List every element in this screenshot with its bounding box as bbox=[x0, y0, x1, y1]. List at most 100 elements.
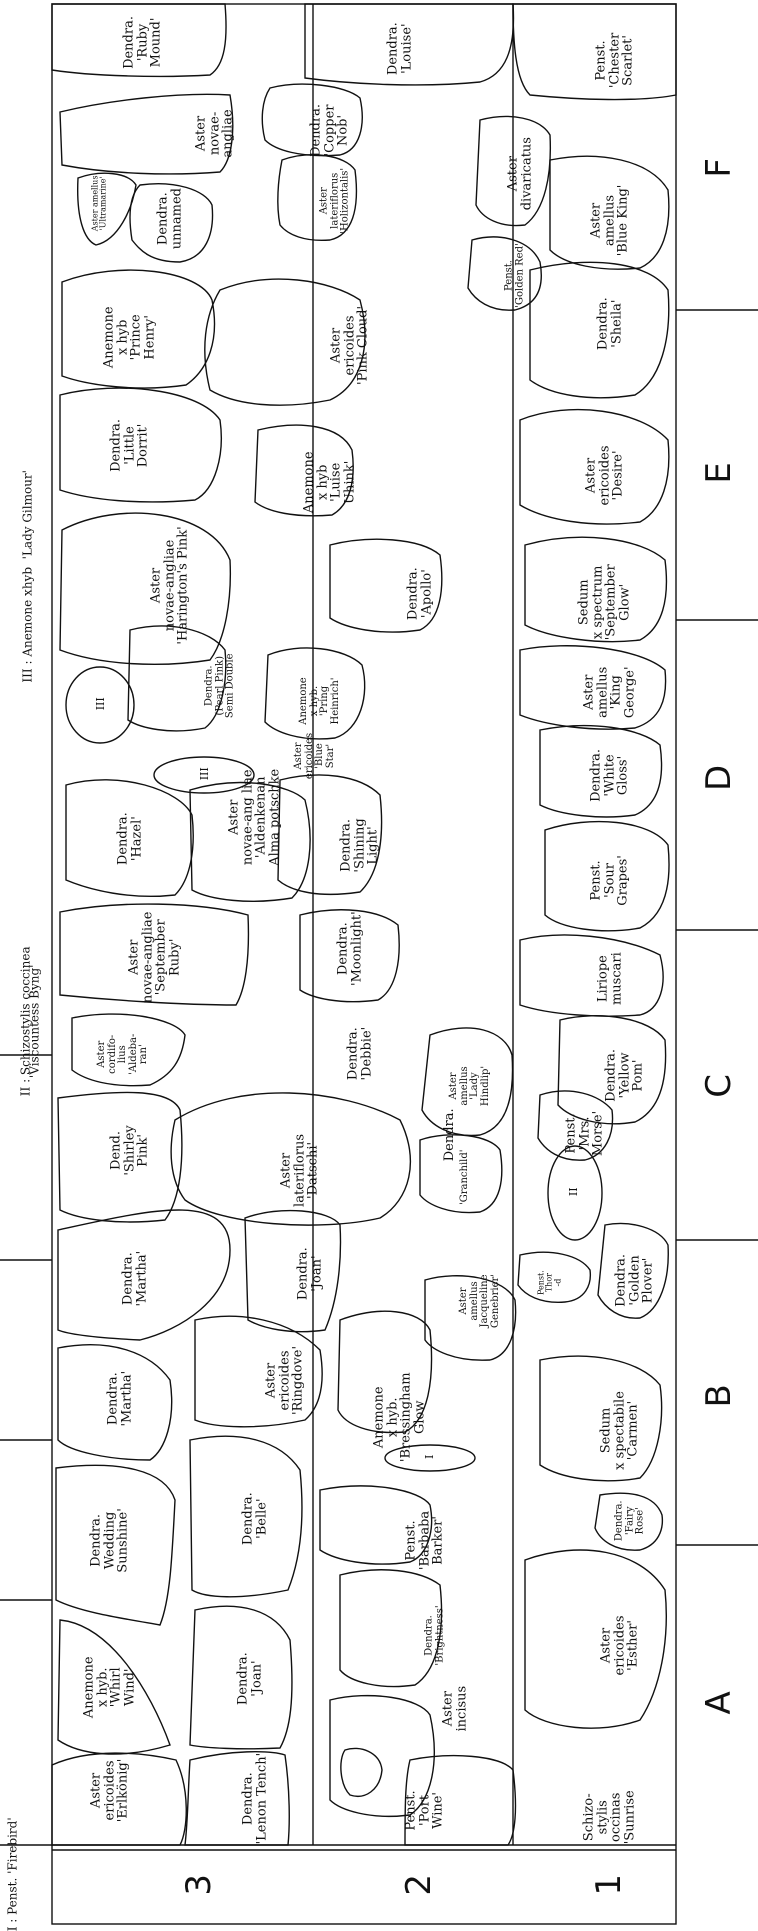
bed-outline bbox=[261, 83, 363, 157]
plant-label: Aster lateriflorus 'Datschi' bbox=[278, 1133, 321, 1207]
plant-label: Dendra. Wedding Sunshine' bbox=[88, 1508, 131, 1573]
plant-label: Aster novae-angliae 'Harington's Pink' bbox=[148, 526, 191, 645]
marker-two: II bbox=[567, 1187, 581, 1197]
bed-outline bbox=[127, 625, 227, 732]
bed-outline bbox=[524, 1549, 667, 1729]
bed-outline bbox=[549, 155, 670, 270]
marker-oval-three-outer bbox=[65, 666, 135, 744]
plant-label: Aster novae- angliae bbox=[193, 109, 236, 158]
bed-outline bbox=[339, 1569, 443, 1688]
bed-outline bbox=[340, 1747, 383, 1797]
plant-label: Dendra. 'Shining Light' bbox=[338, 818, 381, 873]
plant-label: Dendra. 'Joan' bbox=[295, 1247, 324, 1301]
plant-label: Penst. 'Barbaba Barker' bbox=[403, 1510, 446, 1571]
plant-label: Dendra. 'Sheila' bbox=[595, 297, 624, 351]
bed-outline bbox=[539, 724, 663, 818]
column-label-c: C bbox=[699, 1073, 740, 1098]
bed-outline bbox=[204, 278, 366, 406]
bed-outline bbox=[51, 1752, 187, 1846]
plant-label: Anemone x hyb 'Prince Henry' bbox=[101, 306, 158, 369]
plant-label: Aster ericoides 'Desire' bbox=[583, 445, 626, 506]
plant-label: Penst. 'Golden Red' bbox=[503, 243, 526, 308]
plant-label: Anemone x hyb. 'Bressingham Glow bbox=[371, 1372, 428, 1463]
bed-outline bbox=[189, 1435, 303, 1598]
plant-label: Aster ericoides 'Ringdove' bbox=[263, 1345, 306, 1415]
row-label-1: 1 bbox=[589, 1874, 630, 1896]
plant-label: Dendra. 'Hazel' bbox=[115, 812, 144, 866]
bed-outline bbox=[194, 1315, 323, 1428]
bed-outline bbox=[524, 536, 668, 643]
bed-outline bbox=[57, 1619, 171, 1755]
plant-label: Aster lateriflorus 'Holizontalis' bbox=[318, 167, 351, 234]
plant-label: Aster novae-ang liae 'Aldenkenan Alma po… bbox=[226, 768, 283, 866]
bed-outline bbox=[61, 269, 216, 389]
bed-outline bbox=[519, 408, 670, 525]
bed-outline bbox=[421, 1027, 514, 1137]
bed-outline bbox=[170, 1092, 412, 1226]
note-penstemon-firebird: I : Penst. 'Firebird' bbox=[5, 1817, 20, 1931]
plant-label: 'Granchild' bbox=[458, 1149, 470, 1206]
bed-outline bbox=[544, 820, 670, 932]
bed-outline bbox=[539, 1355, 663, 1482]
bed-outline bbox=[404, 1754, 517, 1846]
plant-label: Sedum x spectrum 'September Glow' bbox=[576, 564, 633, 641]
plant-label: Aster amellus 'Ultramarine' bbox=[90, 175, 108, 232]
bed-outline bbox=[277, 774, 383, 896]
plant-label: Aster ericoides 'Pink Cloud' bbox=[328, 305, 371, 385]
bed-outline bbox=[189, 781, 311, 902]
bed-outline bbox=[519, 934, 664, 1017]
plant-label: Aster amellus 'Blue King' bbox=[588, 184, 631, 257]
plant-label: Dendra. 'Louise' bbox=[385, 22, 414, 76]
plant-label: Dendra. bbox=[442, 1108, 458, 1162]
bed-outline bbox=[129, 183, 214, 263]
plant-label: Aster ericoides 'Erlkönig' bbox=[88, 1758, 131, 1823]
bed-outline bbox=[264, 647, 366, 740]
plant-label: Dendra. 'Debbie' bbox=[345, 1026, 374, 1081]
note-anemone-lady-gilmour: III : Anemone xhyb 'Lady Gilmour' bbox=[20, 470, 35, 683]
bed-outline bbox=[475, 115, 552, 227]
plant-label: Aster ericoides 'Blue Star' bbox=[293, 732, 336, 780]
marker-oval-one bbox=[384, 1444, 476, 1472]
plant-label: Aster cordifo- lius 'Aldeba- ran' bbox=[95, 1033, 149, 1075]
plant-label: Dendra. 'Martha' bbox=[120, 1250, 149, 1307]
bed-outline bbox=[76, 172, 137, 246]
plant-label: Penst. Thor -d bbox=[536, 1270, 563, 1295]
bed-outline bbox=[304, 3, 515, 86]
marker-three-outer: III bbox=[94, 697, 108, 711]
bed-outline bbox=[57, 1209, 231, 1341]
bed-outline bbox=[512, 3, 677, 101]
bed-outline bbox=[51, 3, 227, 78]
plant-label: Dendra. 'Golden Plover' bbox=[613, 1254, 656, 1307]
column-label-e: E bbox=[699, 462, 740, 484]
bed-outline bbox=[537, 1090, 614, 1161]
bed-outline bbox=[277, 154, 358, 242]
plant-label: Dendra. 'Martha' bbox=[105, 1370, 134, 1427]
bed-outline bbox=[517, 1251, 592, 1303]
plant-label: Dend. 'Shirley Pink' bbox=[108, 1125, 151, 1176]
plant-label: Aster ericoides 'Esther' bbox=[598, 1615, 641, 1676]
plant-label: Dendra. 'Belle' bbox=[240, 1492, 269, 1546]
bed-outline bbox=[529, 261, 670, 399]
plant-label: Aster divaricatus bbox=[505, 137, 534, 211]
plant-label: Liriope muscari bbox=[595, 952, 624, 1006]
bed-outline bbox=[337, 1310, 433, 1434]
bed-outline bbox=[519, 645, 667, 730]
bed-outline bbox=[329, 538, 443, 633]
bed-outline bbox=[419, 1134, 503, 1214]
bed-outline bbox=[71, 1013, 186, 1087]
bed-outline bbox=[59, 903, 250, 1006]
row-label-3: 3 bbox=[179, 1874, 220, 1896]
plant-label: Penst. 'Chester Scarlet' bbox=[593, 32, 636, 89]
plant-label: Anemone x hyb. 'Whirl Wind' bbox=[81, 1656, 138, 1719]
row-label-2: 2 bbox=[399, 1874, 440, 1896]
plant-label: Dendra. 'Apollo' bbox=[405, 567, 434, 621]
bed-outline bbox=[55, 1464, 176, 1626]
column-label-f: F bbox=[699, 158, 740, 178]
plant-label: Dendra. (Pearl Pink) Semi Double bbox=[203, 653, 236, 719]
plant-label: Schizo- stylis occinas 'Sunrise bbox=[581, 1790, 638, 1845]
marker-three: III bbox=[198, 767, 212, 781]
bed-outline bbox=[597, 1222, 669, 1319]
plant-label: Dendra. 'Joan' bbox=[235, 1652, 264, 1706]
bed-outline bbox=[319, 1485, 433, 1565]
